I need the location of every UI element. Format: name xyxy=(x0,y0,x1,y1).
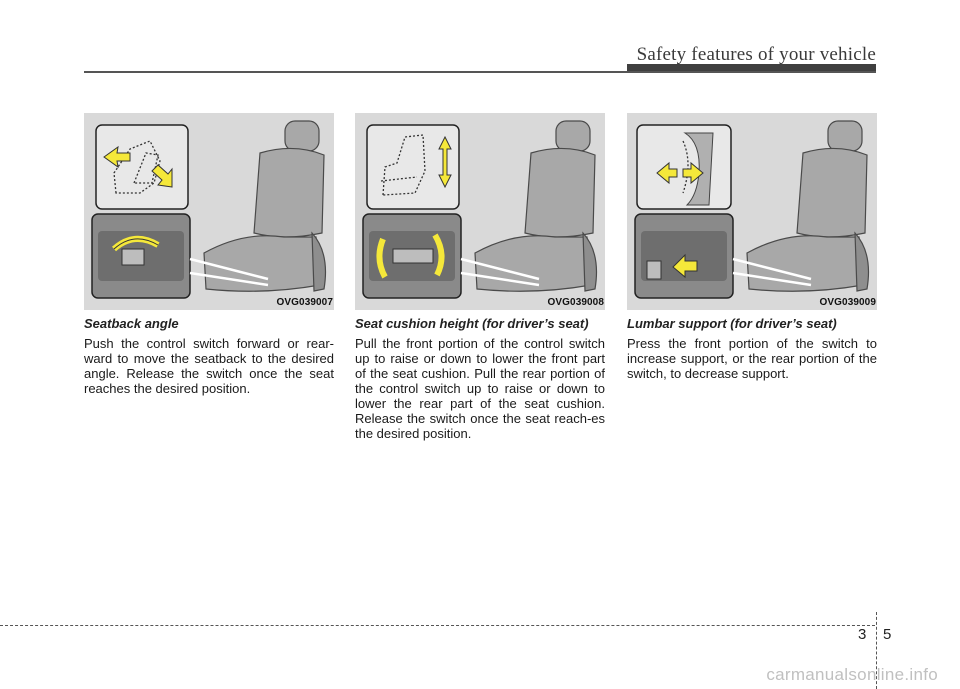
chapter-number: 3 xyxy=(858,626,867,643)
seat-illustration xyxy=(474,120,598,292)
footer-rule xyxy=(0,625,875,626)
section-body: Press the front portion of the switch to… xyxy=(627,336,877,381)
arrow-up-down-icon xyxy=(438,135,452,189)
watermark: carmanualsonline.info xyxy=(766,665,938,684)
section-heading: Lumbar support (for driver’s seat) xyxy=(627,316,837,331)
figure-code: OVG039009 xyxy=(819,297,876,308)
column-seatback-angle: Seatback angle Push the control switch f… xyxy=(84,316,334,396)
arrow-press-icon xyxy=(672,253,698,279)
column-seat-cushion-height: Seat cushion height (for driver’s seat) … xyxy=(355,316,605,441)
figure-code: OVG039008 xyxy=(547,297,604,308)
seat-illustration xyxy=(746,120,870,292)
column-lumbar-support: Lumbar support (for driver’s seat) Press… xyxy=(627,316,877,381)
section-heading: Seat cushion height (for driver’s seat) xyxy=(355,316,589,331)
arrow-front-curved-icon xyxy=(376,237,388,279)
arrow-right-icon xyxy=(682,161,704,185)
page-number: 5 xyxy=(883,626,892,643)
figure-seatback-angle: OVG039007 xyxy=(84,113,334,310)
section-body: Pull the front portion of the control sw… xyxy=(355,336,605,441)
arrow-forward-icon xyxy=(103,145,131,169)
figure-code: OVG039007 xyxy=(276,297,333,308)
section-body: Push the control switch forward or rear-… xyxy=(84,336,334,396)
page-divider xyxy=(876,612,877,689)
seat-illustration xyxy=(203,120,327,292)
figure-lumbar-support: OVG039009 xyxy=(627,113,877,310)
figure-seat-cushion-height: OVG039008 xyxy=(355,113,605,310)
arrow-left-icon xyxy=(656,161,678,185)
section-heading: Seatback angle xyxy=(84,316,179,331)
header-rule-thick xyxy=(627,64,876,72)
header-rule xyxy=(84,71,876,73)
arrow-rearward-icon xyxy=(151,164,173,188)
section-title: Safety features of your vehicle xyxy=(636,44,876,65)
